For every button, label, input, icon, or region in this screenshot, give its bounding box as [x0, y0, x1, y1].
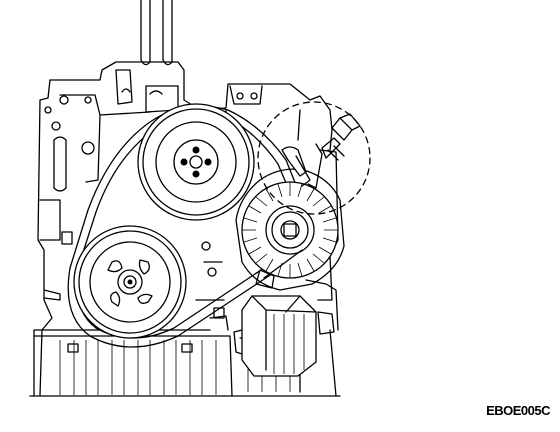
belt-adjuster-detail [257, 101, 371, 215]
oil-filter [233, 295, 317, 377]
crankshaft-pulley [73, 225, 187, 339]
figure-code: EBOE005C [486, 403, 550, 418]
water-pump-pulley [137, 103, 255, 221]
belt-lower-span [263, 249, 303, 279]
alternator-cooling-fins [242, 182, 338, 278]
coolant-pipes [140, 0, 173, 66]
alternator [235, 168, 345, 291]
